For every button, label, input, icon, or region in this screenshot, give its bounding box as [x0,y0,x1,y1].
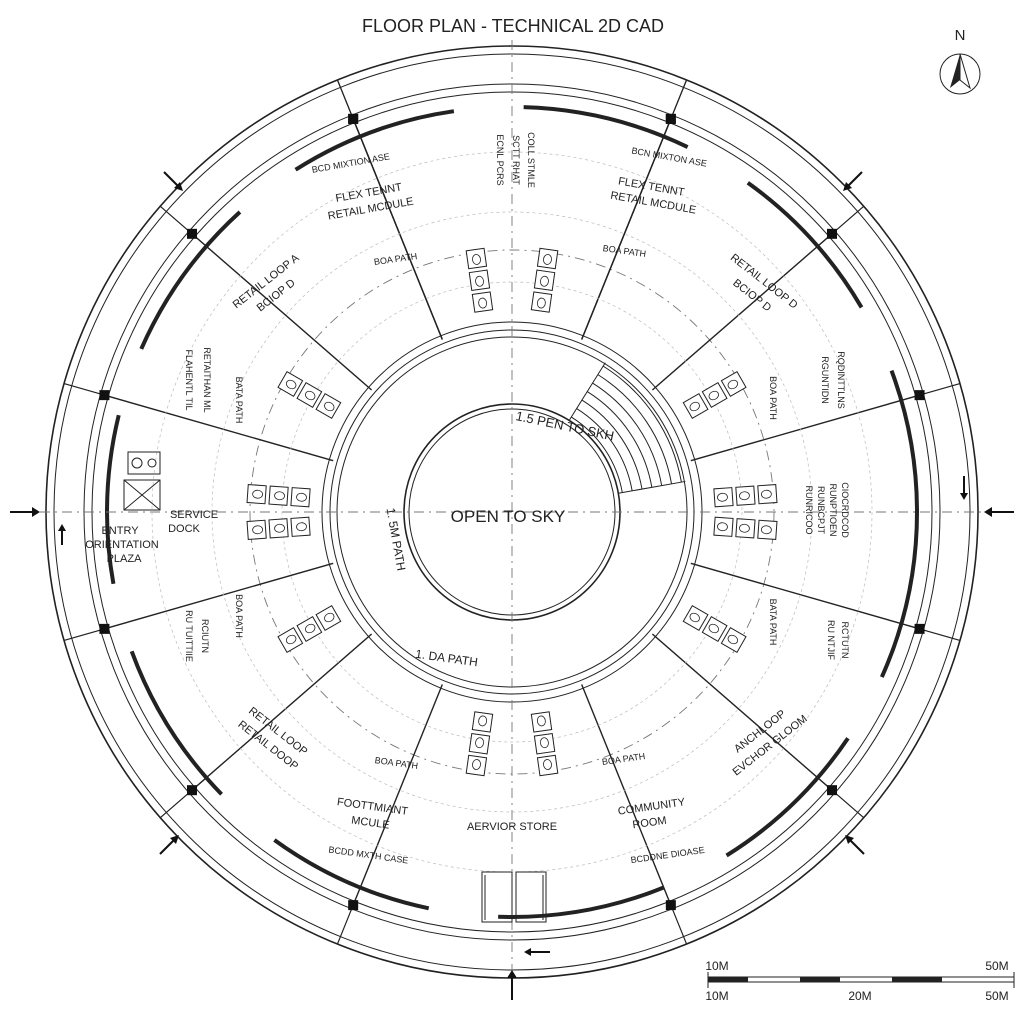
bath-label: BOA PATH [374,755,419,771]
room-label: SERVICE [170,509,218,521]
entry-arrow-icon [10,507,40,517]
direction-arrow-icon [58,524,66,545]
bath-label: BOA PATH [373,251,418,267]
ramp-steps [568,362,686,494]
room-label: AERVIOR STORE [467,821,557,833]
room-label: MCULE [351,814,391,831]
scale-label: 50M [985,959,1008,973]
entry-arrow-icon [984,507,1014,517]
scale-bar: 10M 50M 10M 20M 50M [705,959,1015,1003]
bath-label: BATA PATH [768,599,778,646]
bath-label: BOA PATH [768,376,778,420]
direction-arrow-icon [524,948,550,956]
room-labels: OPEN TO SKY 1.5 PEN TO SKH 1. 5M PATH 1.… [85,132,850,865]
room-label: RQDINTTLNS [836,351,846,409]
room-label: RUNBCPJT [816,486,826,535]
room-label: RUNPTIOEN [828,483,838,536]
room-label: RGUNTIDN [820,356,830,404]
entry-arrow-icon [845,835,865,855]
room-tag: BCN MIXTON ASE [631,146,708,169]
room-label: ENTRY [101,525,139,537]
direction-arrow-icon [960,476,968,500]
corridor-label: ECNL PCRS [495,134,505,185]
room-label: RU TUITTIIE [184,610,194,662]
room-label: CIOCRDCOD [840,482,850,538]
room-label: FLAHENTL TIL [184,349,194,410]
bath-label: BOA PATH [602,243,647,259]
entry-arrow-icon [507,970,517,1000]
open-to-sky-label: OPEN TO SKY [451,507,566,526]
axis-lines [40,40,984,984]
plan-title: FLOOR PLAN - TECHNICAL 2D CAD [362,16,664,36]
room-label: ROOM [632,815,668,832]
entry-arrows [10,171,1014,1000]
room-label: RU NTJIF [826,620,836,660]
room-tag: BCDD MXTH CASE [328,844,409,865]
bath-label: BOA PATH [601,751,646,767]
north-arrow-icon: N [939,27,981,95]
room-label: PLAZA [107,553,143,565]
room-label: RCTUTN [840,622,850,659]
bath-label: BOA PATH [234,594,244,638]
entry-arrow-icon [163,171,183,191]
north-label: N [955,27,966,44]
room-label: RUNRICOO [804,486,814,535]
room-label: RCIUTN [200,619,210,653]
service-dock-fixtures [123,451,161,511]
restroom-fixtures [246,247,778,777]
room-label: FOOTTMIANT [336,796,409,818]
main-entrance-doors [481,871,547,923]
corridor-label: SCTT RHAT [511,135,521,185]
bath-label: BATA PATH [234,377,244,424]
scale-label: 10M [705,959,728,973]
entry-arrow-icon [843,171,863,191]
corridor-label: COLL STMLE [526,132,536,188]
path-label-bottom: 1. DA PATH [414,647,478,670]
room-label: RETAITHAN ML [202,347,212,412]
scale-label: 50M [985,989,1008,1003]
entry-arrow-icon [159,835,179,855]
scale-label: 20M [848,989,871,1003]
room-label: DOCK [168,523,200,535]
room-label: ORIENTATION [85,539,159,551]
scale-label: 10M [705,989,728,1003]
